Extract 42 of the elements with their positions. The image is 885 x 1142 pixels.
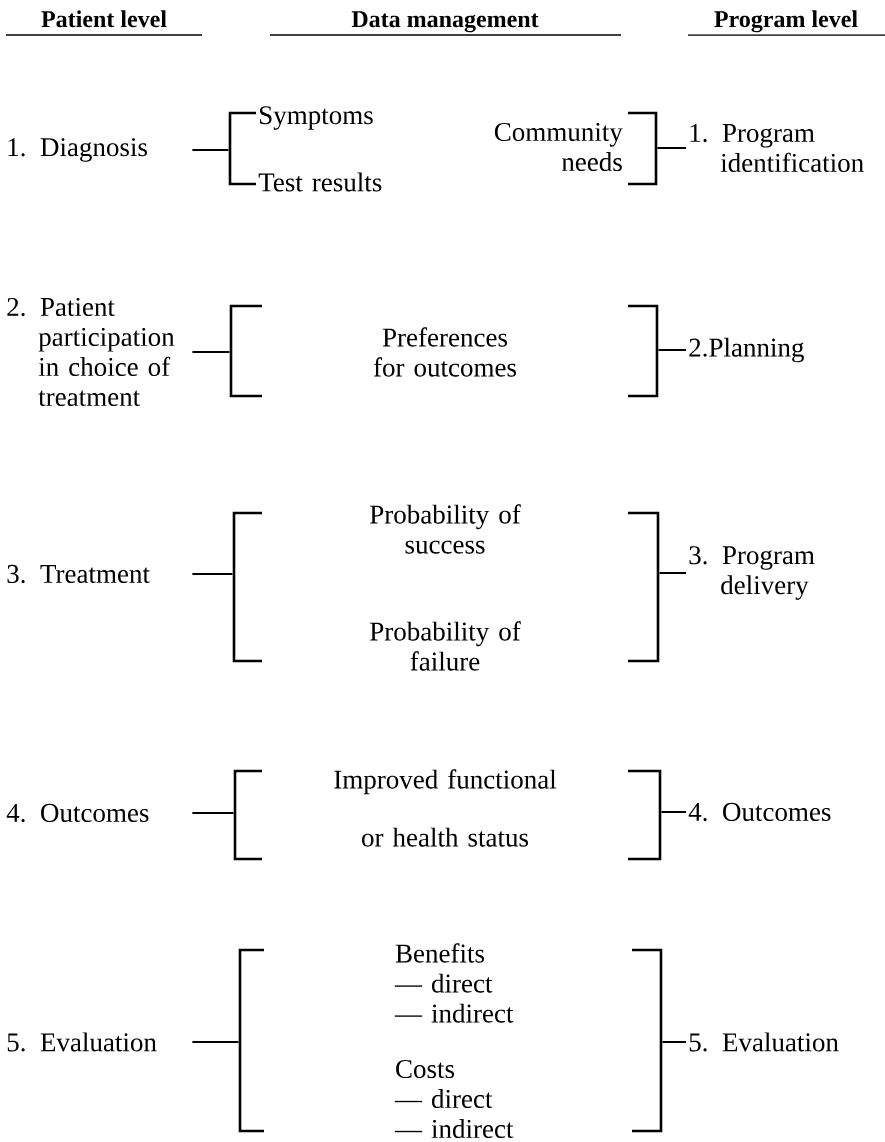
bracket	[233, 769, 262, 861]
stage-label: 5. Evaluation	[689, 1032, 839, 1052]
bracket	[628, 111, 658, 186]
bracket	[228, 111, 256, 186]
connector-line	[656, 147, 687, 149]
connector-line	[658, 572, 687, 574]
connector-line	[191, 573, 234, 575]
bracket	[628, 511, 660, 663]
stage-label: 4. Outcomes	[688, 802, 831, 822]
bracket	[238, 948, 264, 1133]
bracket	[229, 304, 262, 398]
bracket	[628, 304, 659, 398]
stage-label: 2.Planning	[689, 337, 804, 363]
data-item: Test results	[258, 172, 382, 192]
data-item: Symptoms	[260, 106, 373, 130]
connector-line	[661, 1041, 687, 1043]
connector-line	[191, 149, 230, 151]
column-heading: Data management	[351, 11, 539, 33]
stage-label: 5. Evaluation	[7, 1032, 157, 1052]
stage-label: 3. Treatment	[7, 564, 150, 584]
connector-line	[660, 811, 687, 813]
data-item: Probability of success	[370, 504, 521, 554]
data-item: Improved functional or health status	[334, 769, 557, 847]
connector-line	[657, 349, 687, 351]
connector-line	[191, 1041, 240, 1043]
stage-label: 1. Program identification	[690, 123, 864, 173]
column-heading: Program level	[714, 10, 858, 33]
data-item: Preferences for outcomes	[373, 327, 516, 377]
data-item: Probability of failure	[370, 621, 521, 671]
data-item: Benefits — direct — indirect	[394, 943, 514, 1023]
stage-label: 2. Patient participation in choice of treatment	[7, 297, 175, 407]
bracket	[628, 769, 662, 861]
bracket	[232, 511, 262, 663]
data-item: Costs — direct — indirect	[394, 1059, 514, 1139]
data-item: Community needs	[494, 122, 623, 172]
column-heading: Patient level	[41, 10, 167, 28]
connector-line	[191, 812, 235, 814]
stage-label: 4. Outcomes	[6, 803, 149, 823]
stage-label: 3. Program delivery	[689, 546, 815, 600]
stage-label: 1. Diagnosis	[8, 138, 147, 162]
connector-line	[191, 351, 231, 353]
bracket	[632, 948, 663, 1133]
